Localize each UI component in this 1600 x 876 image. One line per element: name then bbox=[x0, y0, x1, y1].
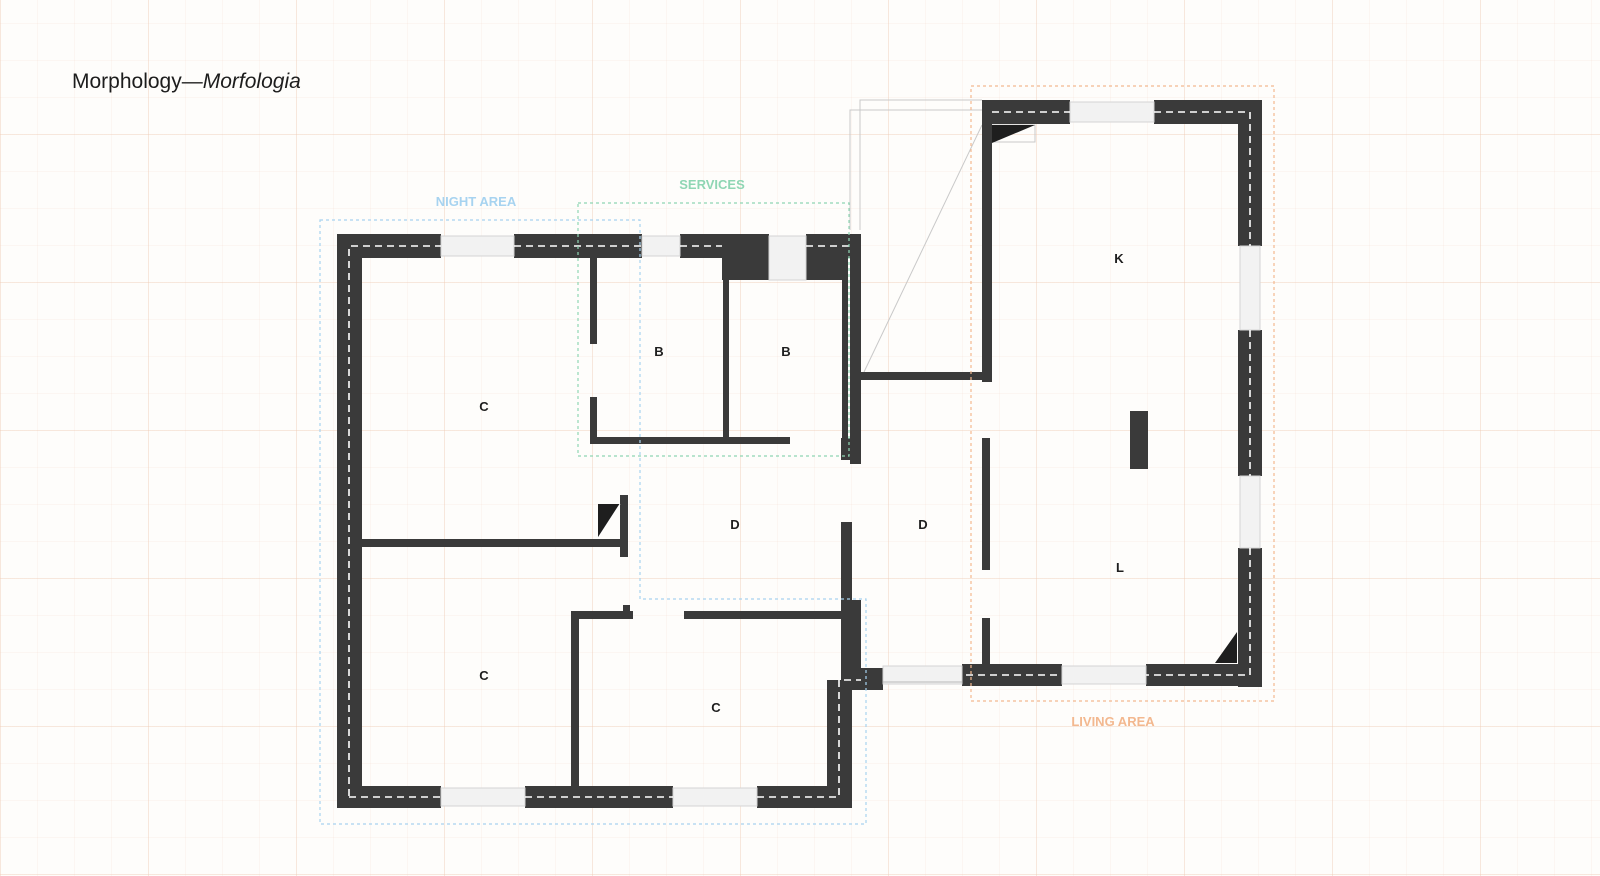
page-title: Morphology—Morfologia bbox=[72, 70, 301, 94]
title-main: Morphology— bbox=[72, 70, 203, 93]
living-area-outline bbox=[970, 85, 1275, 702]
zone-label-services: SERVICES bbox=[679, 177, 745, 192]
title-italic: Morfologia bbox=[202, 70, 301, 93]
door-swings bbox=[597, 125, 1237, 663]
zone-outlines bbox=[319, 85, 1275, 825]
room-label-bedroom-lower-right: C bbox=[711, 700, 721, 715]
night-area-outline bbox=[319, 219, 867, 825]
door-swing-living bbox=[1215, 632, 1237, 663]
zone-label-living: LIVING AREA bbox=[1071, 714, 1155, 729]
wall-dashes bbox=[348, 111, 1251, 798]
zone-label-night: NIGHT AREA bbox=[436, 194, 517, 209]
room-label-bath-right: B bbox=[781, 344, 790, 359]
room-label-bedroom-upper: C bbox=[479, 399, 489, 414]
windows bbox=[440, 101, 1261, 807]
room-label-bedroom-lower-left: C bbox=[479, 668, 489, 683]
room-label-dist-left: D bbox=[730, 517, 739, 532]
terrace-outline bbox=[849, 99, 1036, 373]
room-label-dist-right: D bbox=[918, 517, 927, 532]
room-label-bath-left: B bbox=[654, 344, 663, 359]
room-label-kitchen: K bbox=[1114, 251, 1124, 266]
door-swing-kitchen bbox=[992, 125, 1035, 143]
room-label-living: L bbox=[1116, 560, 1124, 575]
services-area-outline bbox=[577, 202, 850, 457]
